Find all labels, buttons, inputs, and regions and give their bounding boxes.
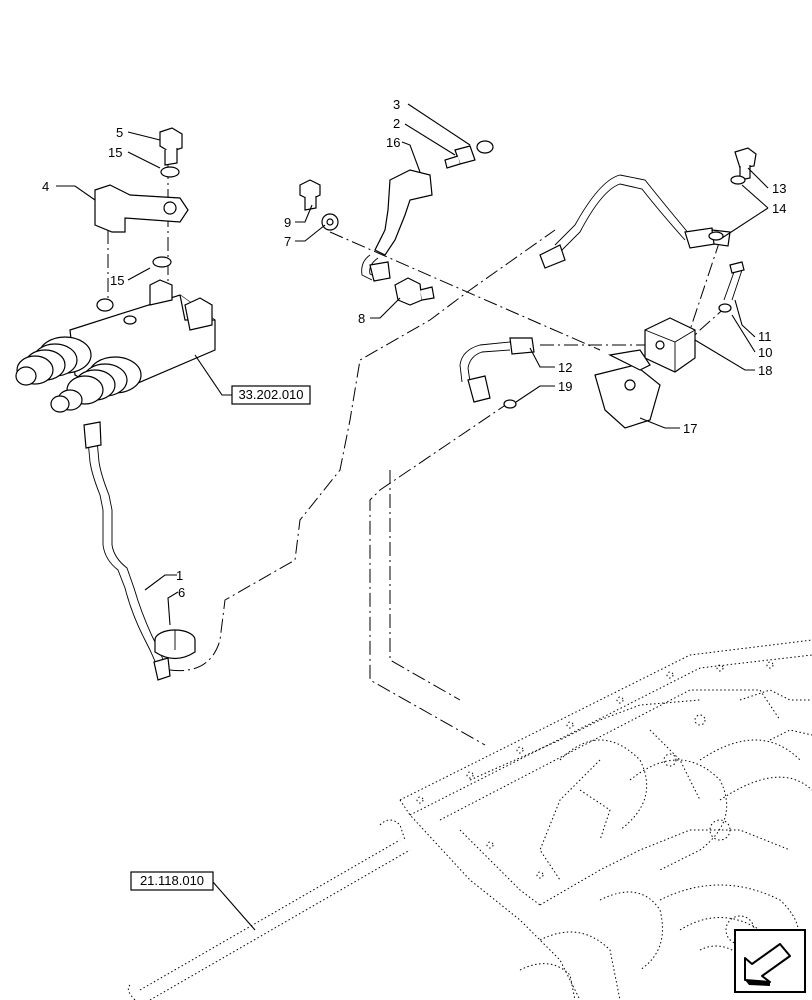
callout-13: 13 — [772, 181, 786, 196]
callout-1: 1 — [176, 568, 183, 583]
callout-4: 4 — [42, 179, 49, 194]
reference-box-housing[interactable]: 21.118.010 — [130, 871, 214, 891]
leader-lines — [56, 103, 769, 931]
bolt-part-13 — [734, 147, 757, 181]
assembly-lines — [107, 165, 729, 746]
callout-7: 7 — [284, 234, 291, 249]
seal-part-19 — [503, 399, 517, 409]
bolt-part-11 — [723, 261, 745, 301]
pipe-part-1 — [83, 421, 171, 681]
adapter-part-8 — [394, 277, 435, 306]
upper-pipe — [539, 174, 731, 269]
next-page-arrow-icon[interactable] — [734, 929, 806, 993]
callout-2: 2 — [393, 116, 400, 131]
callout-19: 19 — [558, 379, 572, 394]
bolt-part-5 — [159, 127, 183, 166]
callout-12: 12 — [558, 360, 572, 375]
callout-5: 5 — [116, 125, 123, 140]
callout-18: 18 — [758, 363, 772, 378]
callout-14: 14 — [772, 201, 786, 216]
pipe-part-12 — [459, 337, 535, 403]
callout-16: 16 — [386, 135, 400, 150]
bolt-part-9 — [299, 179, 321, 211]
reference-label-housing: 21.118.010 — [140, 873, 204, 888]
grommet-part-6 — [154, 629, 196, 660]
block-part-18 — [644, 317, 696, 373]
control-valve — [15, 279, 216, 413]
cap-part-3 — [476, 140, 494, 154]
washer-part-15-upper — [160, 166, 180, 178]
fitting-part-2 — [444, 145, 476, 169]
callout-3: 3 — [393, 97, 400, 112]
washer-part-14-lower — [708, 231, 724, 241]
reference-label-valve: 33.202.010 — [238, 387, 303, 402]
callout-6: 6 — [178, 585, 185, 600]
callout-11: 11 — [758, 329, 772, 344]
callout-15-lower: 15 — [110, 273, 124, 288]
callout-8: 8 — [358, 311, 365, 326]
washer-part-10 — [718, 303, 732, 313]
reference-box-valve[interactable]: 33.202.010 — [231, 385, 311, 405]
washer-part-15-lower — [152, 256, 172, 268]
callout-labels: 1 2 3 4 5 6 7 8 9 10 11 12 13 14 15 15 1… — [42, 97, 786, 600]
fitting-part-16 — [361, 169, 433, 282]
transmission-housing — [127, 639, 812, 1000]
callout-9: 9 — [284, 215, 291, 230]
washer-part-14-upper — [730, 175, 746, 185]
callout-10: 10 — [758, 345, 772, 360]
bracket-part-17 — [594, 349, 661, 429]
callout-17: 17 — [683, 421, 697, 436]
valve-bracket-part-4 — [94, 184, 189, 233]
callout-15-upper: 15 — [108, 145, 122, 160]
washer-part-7-hole — [326, 218, 334, 226]
